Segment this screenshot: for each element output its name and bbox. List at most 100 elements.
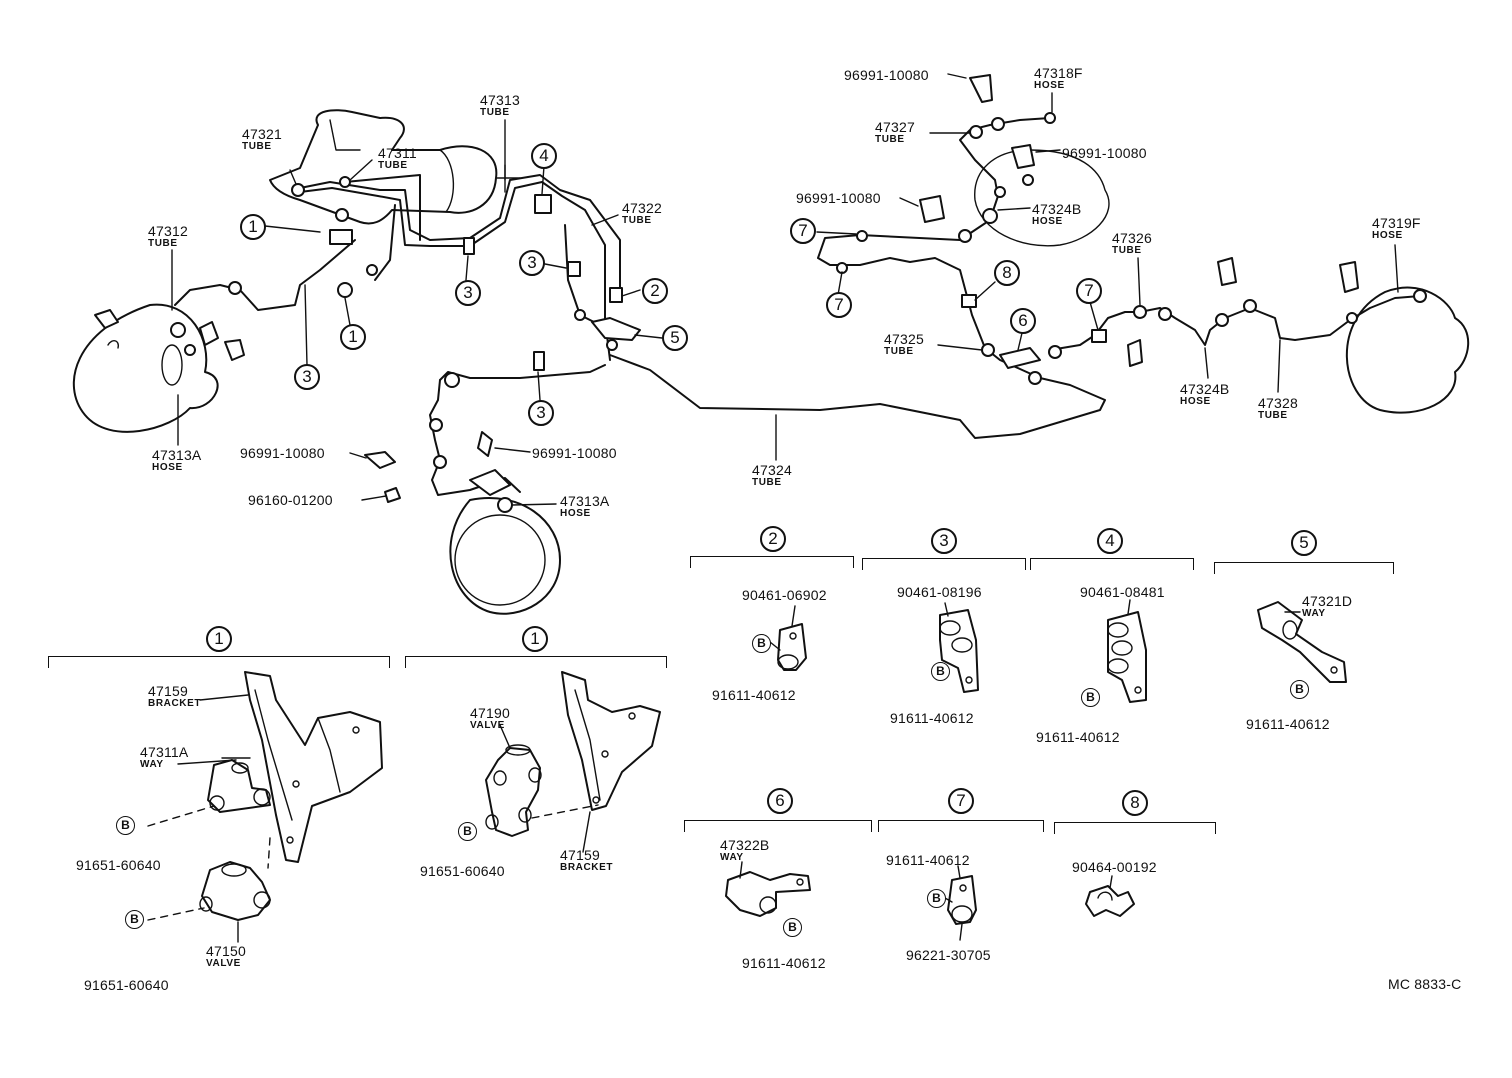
g4-91611: 91611-40612: [1036, 729, 1120, 745]
g2-bolt: B: [752, 634, 771, 653]
callout-4: 4: [531, 143, 557, 169]
detail-2-art: [769, 605, 807, 671]
g1a-91651-b: 91651-60640: [84, 977, 169, 993]
front-brake-disc: [449, 497, 561, 615]
detail-1a-art: [147, 671, 383, 943]
fittings: [94, 74, 1427, 513]
callout-5: 5: [662, 325, 688, 351]
detail-8-art: [1085, 875, 1135, 917]
detail-7-bracket: [878, 820, 1044, 832]
leader-lines: [171, 73, 1399, 506]
callout-7-b: 7: [826, 292, 852, 318]
callout-3-c: 3: [519, 250, 545, 276]
detail-3-callout: 3: [931, 528, 957, 554]
g1a-bolt-2: B: [125, 910, 144, 929]
g4-bolt: B: [1081, 688, 1100, 707]
g3-bolt: B: [931, 662, 950, 681]
label-96991-b: 96991-10080: [532, 445, 617, 461]
brake-tubes: [174, 117, 1421, 496]
detail-6-bracket: [684, 820, 872, 832]
front-right-wheel-outline: [974, 149, 1110, 247]
detail-6-callout: 6: [767, 788, 793, 814]
label-96160: 96160-01200: [248, 492, 333, 508]
detail-5-callout: 5: [1291, 530, 1317, 556]
g7-96221: 96221-30705: [906, 947, 991, 963]
detail-3-art: [939, 602, 979, 693]
detail-7-art: [944, 865, 977, 941]
g3-91611: 91611-40612: [890, 710, 974, 726]
detail-3-bracket: [862, 558, 1026, 570]
detail-7-callout: 7: [948, 788, 974, 814]
callout-3-a: 3: [294, 364, 320, 390]
g5-bolt: B: [1290, 680, 1309, 699]
callout-7-a: 7: [790, 218, 816, 244]
g6-91611: 91611-40612: [742, 955, 826, 971]
callout-6: 6: [1010, 308, 1036, 334]
detail-2-bracket: [690, 556, 854, 568]
g1a-91651-a: 91651-60640: [76, 857, 161, 873]
g5-91611: 91611-40612: [1246, 716, 1330, 732]
callout-1-b: 1: [340, 324, 366, 350]
detail-1b-art: [485, 671, 661, 853]
g7-bolt: B: [927, 889, 946, 908]
detail-1b-callout: 1: [522, 626, 548, 652]
label-96991-e: 96991-10080: [796, 190, 881, 206]
callout-8: 8: [994, 260, 1020, 286]
callout-3-b: 3: [455, 280, 481, 306]
g2-90461: 90461-06902: [742, 587, 827, 603]
g1b-91651: 91651-60640: [420, 863, 505, 879]
g1b-bolt: B: [458, 822, 477, 841]
callout-2: 2: [642, 278, 668, 304]
right-brake-drum: [1345, 286, 1470, 414]
detail-5-art: [1257, 601, 1347, 683]
g4-90461: 90461-08481: [1080, 584, 1165, 600]
detail-4-bracket: [1030, 558, 1194, 570]
detail-6-art: [725, 861, 811, 917]
label-96991-d: 96991-10080: [1062, 145, 1147, 161]
g1a-bolt-1: B: [116, 816, 135, 835]
left-brake-drum: [72, 303, 219, 433]
g6-bolt: B: [783, 918, 802, 937]
callout-7-c: 7: [1076, 278, 1102, 304]
g8-90464: 90464-00192: [1072, 859, 1157, 875]
g7-91611: 91611-40612: [886, 852, 970, 868]
callout-3-d: 3: [528, 400, 554, 426]
detail-2-callout: 2: [760, 526, 786, 552]
callout-1-a: 1: [240, 214, 266, 240]
label-96991-a: 96991-10080: [240, 445, 325, 461]
detail-8-bracket: [1054, 822, 1216, 834]
detail-4-callout: 4: [1097, 528, 1123, 554]
g3-90461: 90461-08196: [897, 584, 982, 600]
detail-1b-bracket: [405, 656, 667, 668]
detail-1a-callout: 1: [206, 626, 232, 652]
detail-4-art: [1107, 599, 1147, 703]
detail-1a-bracket: [48, 656, 390, 668]
diagram-code: MC 8833-C: [1388, 976, 1462, 992]
detail-8-callout: 8: [1122, 790, 1148, 816]
